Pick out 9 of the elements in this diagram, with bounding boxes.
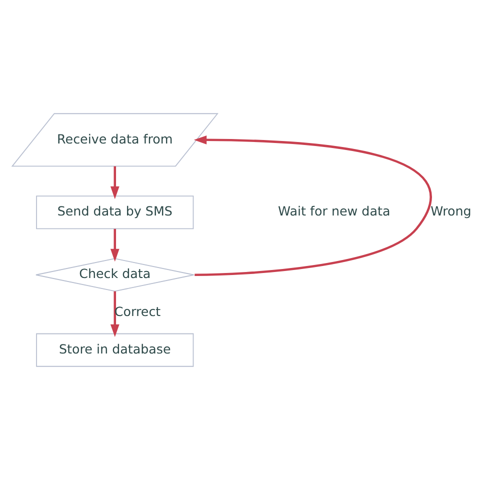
arrow	[110, 166, 120, 200]
node-diamond: Check data	[36, 258, 194, 292]
arrow	[110, 228, 120, 262]
label: Wait for new data	[278, 204, 390, 219]
arrow	[194, 135, 432, 276]
arrow	[110, 291, 120, 338]
node-box: Store in database	[36, 333, 194, 367]
node-box: Send data by SMS	[36, 196, 194, 230]
edge-label: Wrong	[430, 204, 472, 219]
